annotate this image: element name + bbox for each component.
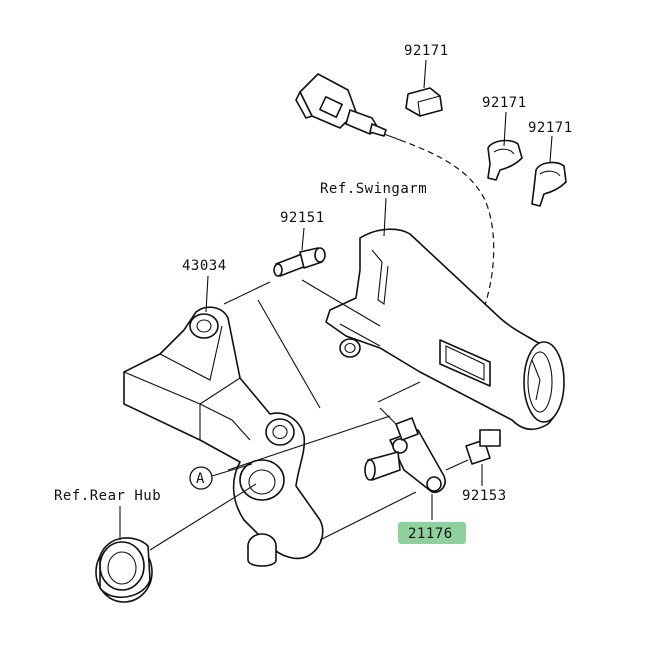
sensor-mount-line (377, 381, 421, 403)
highlight-21176 (398, 522, 466, 544)
bolt-92151-centerline (223, 281, 271, 305)
bolt-92153 (465, 429, 501, 465)
leader-43034 (205, 275, 209, 313)
bolt-92151-guide-b (301, 279, 381, 327)
label-ref-swingarm: Ref.Swingarm (320, 181, 427, 197)
sensor-cable (399, 139, 495, 331)
label-92153: 92153 (462, 488, 507, 504)
label-92151: 92151 (280, 210, 325, 226)
clamp-92171-b (487, 139, 523, 181)
label-92171-a: 92171 (404, 43, 449, 59)
label-ref-rear-hub: Ref.Rear Hub (54, 488, 161, 504)
clamp-92171-a (405, 87, 443, 117)
leader-92151 (301, 227, 305, 251)
hub-collar (95, 537, 153, 603)
leader-92171-b (503, 111, 507, 147)
speed-sensor-connector (295, 73, 401, 141)
hub-axis-line (149, 483, 257, 551)
swingarm-outline (325, 228, 565, 431)
leader-92171-c (549, 135, 553, 163)
bolt-92151 (273, 247, 326, 277)
leader-92171-a (423, 59, 427, 89)
caliper-bracket-43034 (123, 306, 324, 567)
leader-a (211, 463, 253, 477)
label-92171-c: 92171 (528, 120, 573, 136)
bolt-92151-guide-a (257, 299, 321, 409)
callout-a: A (189, 466, 213, 490)
leader-ref-swingarm (383, 197, 387, 237)
guide-line-lower (319, 491, 417, 541)
speed-sensor-21176 (364, 407, 446, 494)
guide-line-upper (227, 415, 391, 471)
clamp-92171-c (531, 161, 567, 207)
label-21176: 21176 (408, 526, 453, 542)
label-43034: 43034 (182, 258, 227, 274)
callout-a-letter: A (196, 471, 205, 487)
sensor-bolt-line (445, 459, 469, 471)
label-92171-b: 92171 (482, 95, 527, 111)
